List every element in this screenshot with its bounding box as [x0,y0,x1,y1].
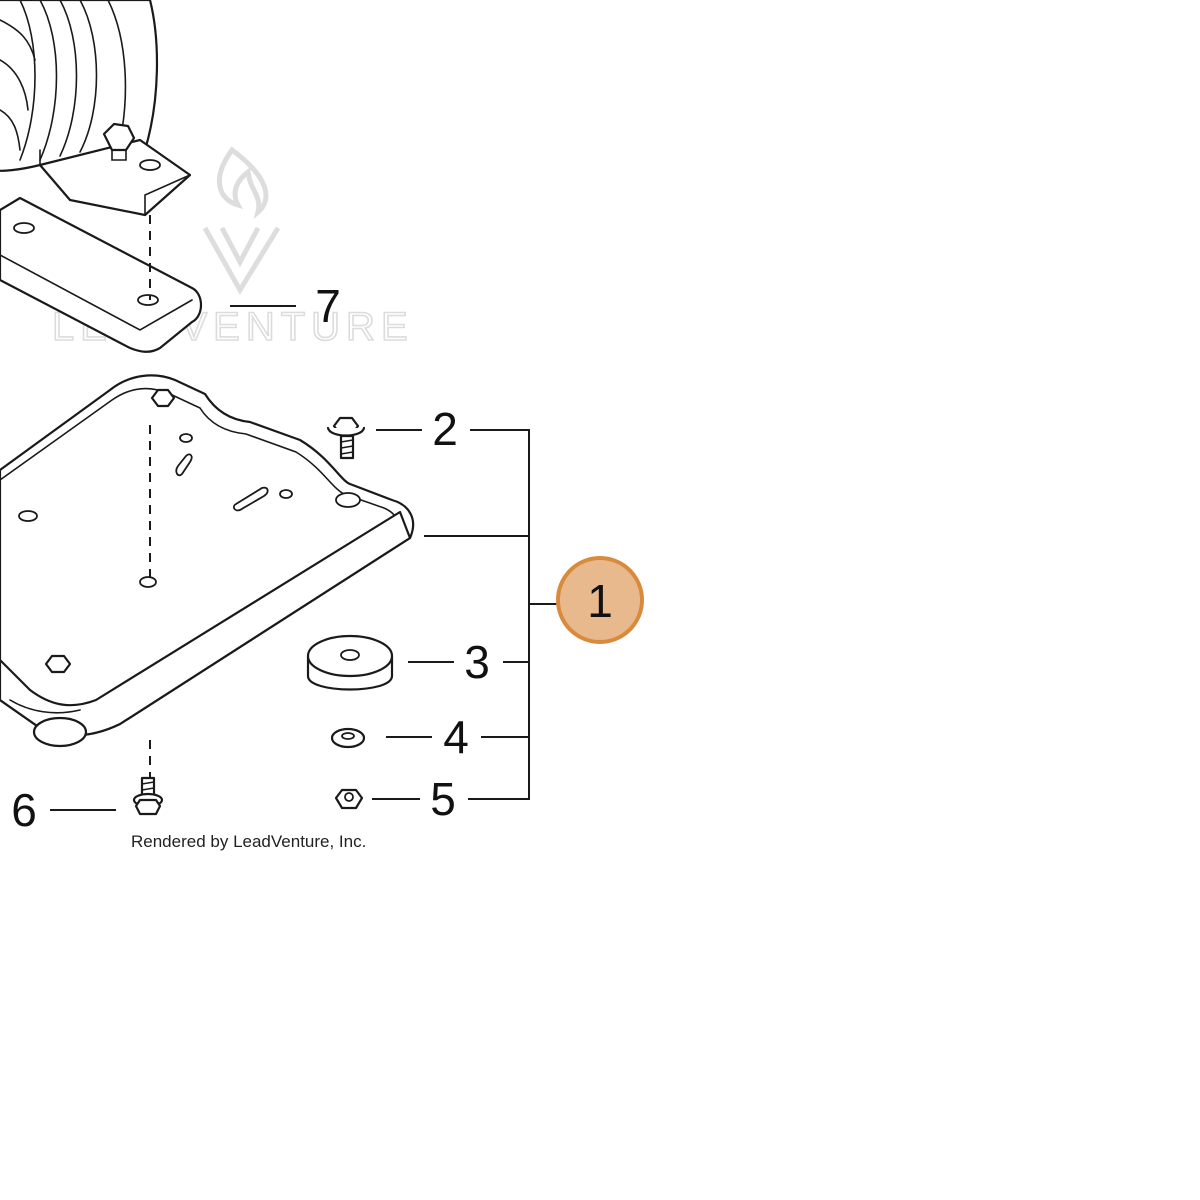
isolator-part [306,634,394,691]
callout-4[interactable]: 4 [443,711,469,763]
bolt-with-washer-part [132,776,164,816]
callout-1[interactable]: 1 [587,575,613,627]
plate-bolt-head-top [150,388,176,408]
assembly-bracket [424,429,580,800]
base-plate-part [0,374,415,748]
callout-3[interactable]: 3 [464,636,490,688]
bolt-part [326,416,366,460]
adapter-bar-part [0,196,203,353]
callout-2[interactable]: 2 [432,403,458,455]
washer-part [330,727,366,749]
plate-bolt-head-bottom [44,654,72,674]
render-credit: Rendered by LeadVenture, Inc. [131,832,366,851]
motor-bolt-head [102,122,136,161]
callout-5[interactable]: 5 [430,773,456,825]
leadventure-watermark-logo [202,146,281,295]
callout-7[interactable]: 7 [315,280,341,332]
callout-6[interactable]: 6 [11,784,37,836]
nut-part [334,788,364,810]
selected-callout-highlight[interactable] [556,556,644,644]
